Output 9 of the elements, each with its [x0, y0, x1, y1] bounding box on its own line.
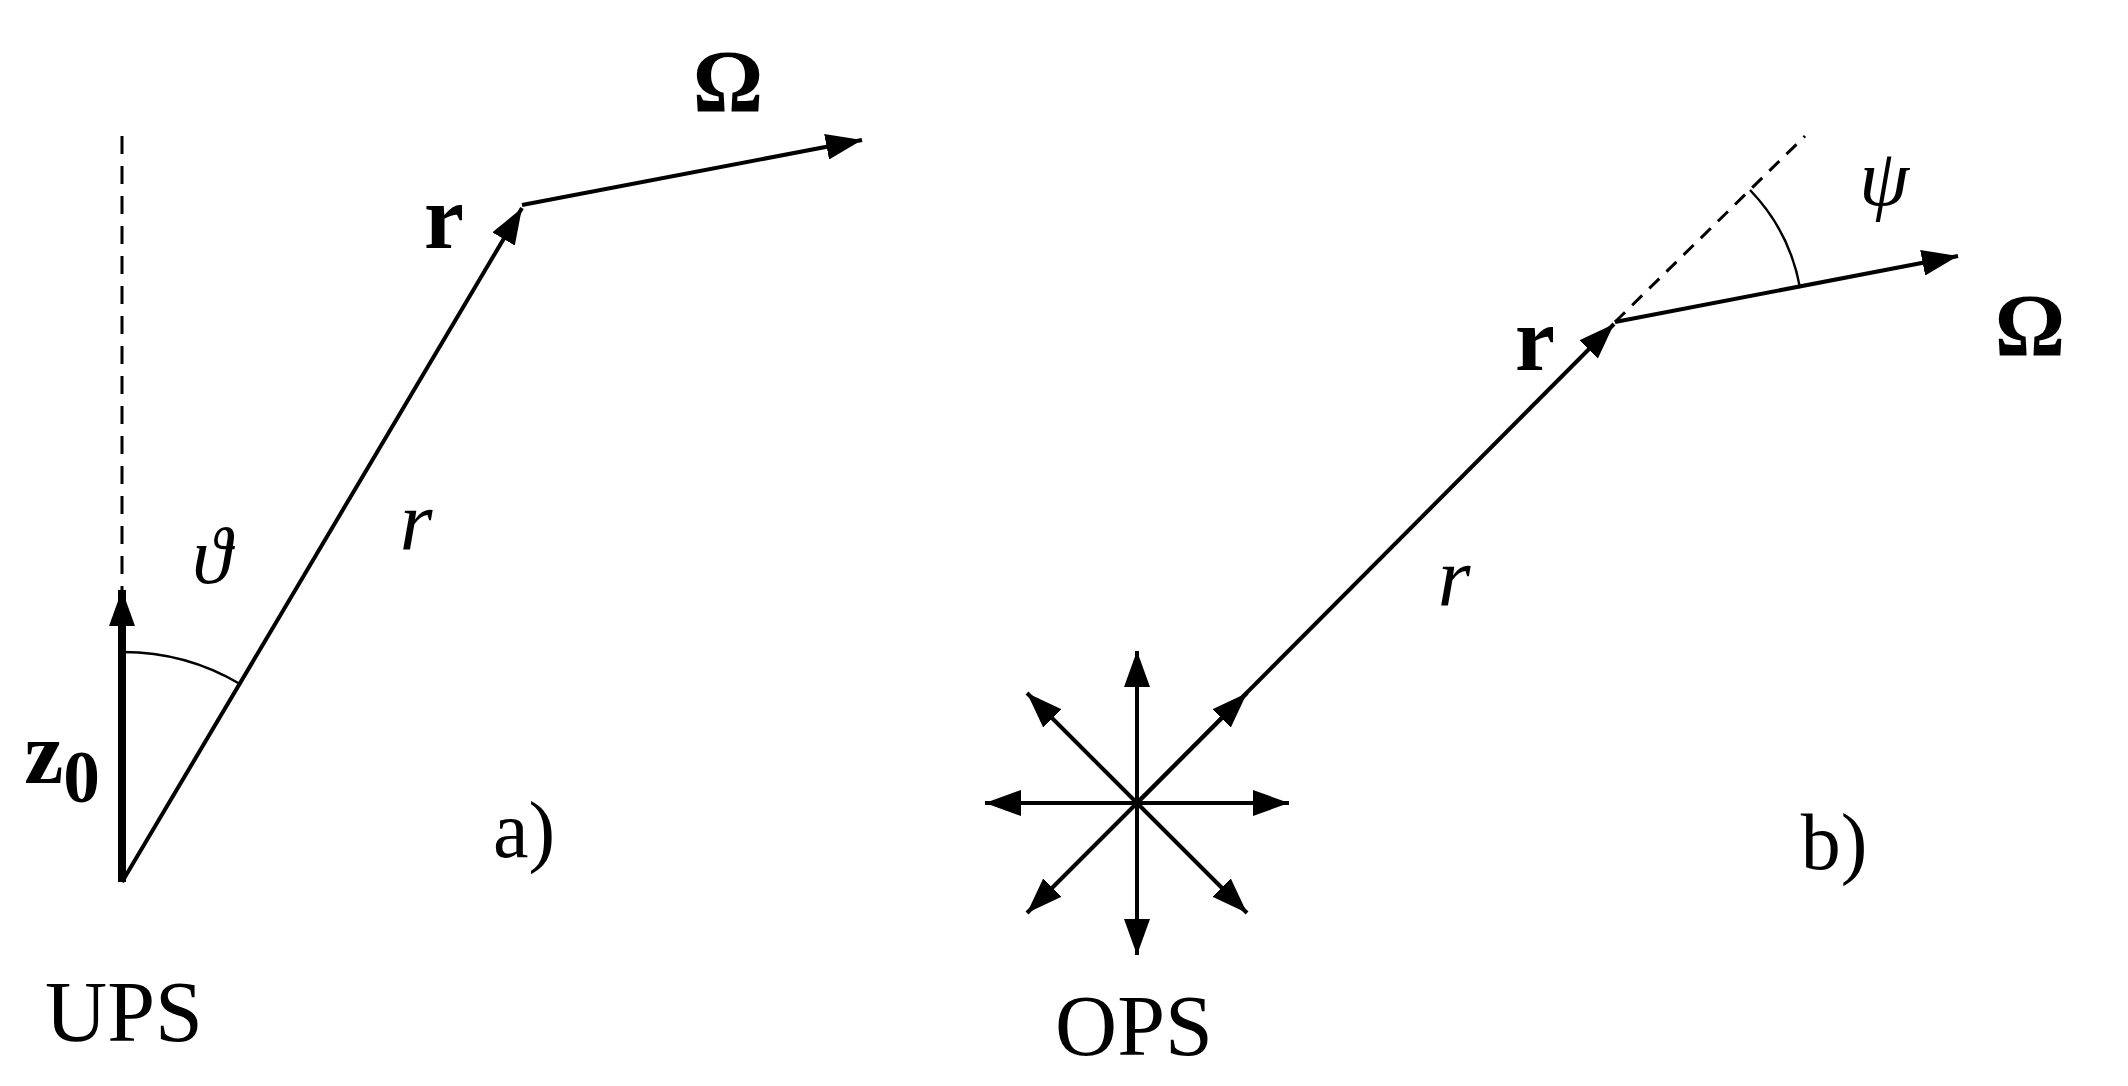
vector-symbol: r	[1515, 295, 1555, 385]
length-symbol: r	[1437, 536, 1471, 620]
vector-symbol: Ω	[692, 38, 764, 126]
vector-symbol: r	[424, 173, 464, 263]
point-label: OPS	[1055, 983, 1213, 1069]
point-label: UPS	[45, 969, 203, 1055]
length-symbol: r	[399, 480, 433, 564]
vector-symbol: z$_{0}$	[24, 710, 100, 814]
vector-symbol: Ω	[1994, 282, 2066, 370]
